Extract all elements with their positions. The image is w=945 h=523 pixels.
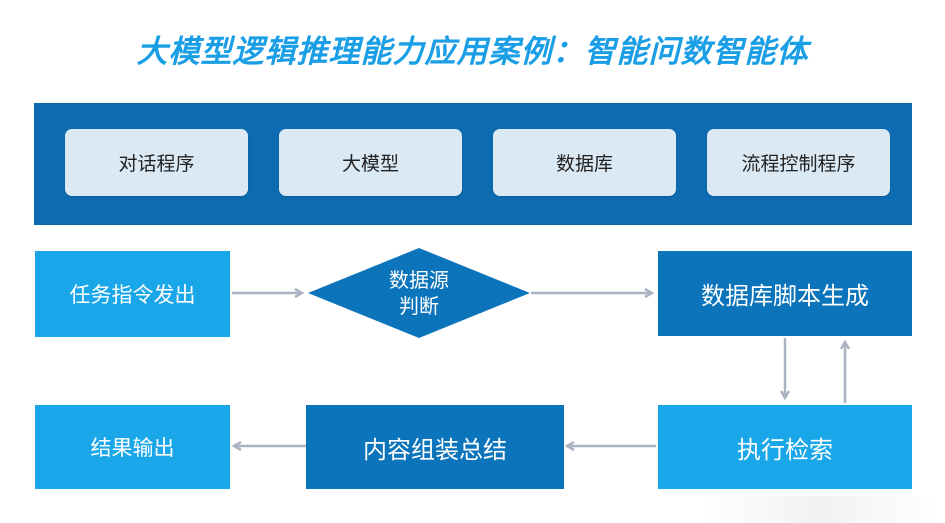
- component-large-model: 大模型: [279, 129, 462, 196]
- component-flow-control-program: 流程控制程序: [707, 129, 890, 196]
- source-judge-line2: 判断: [399, 294, 439, 318]
- decorative-glow: [700, 496, 940, 523]
- source-judge-line1: 数据源: [389, 268, 449, 292]
- step-execute-retrieval: 执行检索: [658, 405, 912, 489]
- component-dialog-program: 对话程序: [65, 129, 248, 196]
- component-database: 数据库: [493, 129, 676, 196]
- step-content-assembly: 内容组装总结: [306, 405, 564, 489]
- step-source-judge: 数据源 判断: [336, 263, 502, 323]
- step-script-generation: 数据库脚本生成: [658, 251, 912, 336]
- step-task-issue: 任务指令发出: [35, 251, 230, 337]
- page-title: 大模型逻辑推理能力应用案例：智能问数智能体: [136, 34, 809, 70]
- decision-diamond: [308, 248, 530, 338]
- step-result-output: 结果输出: [35, 405, 230, 489]
